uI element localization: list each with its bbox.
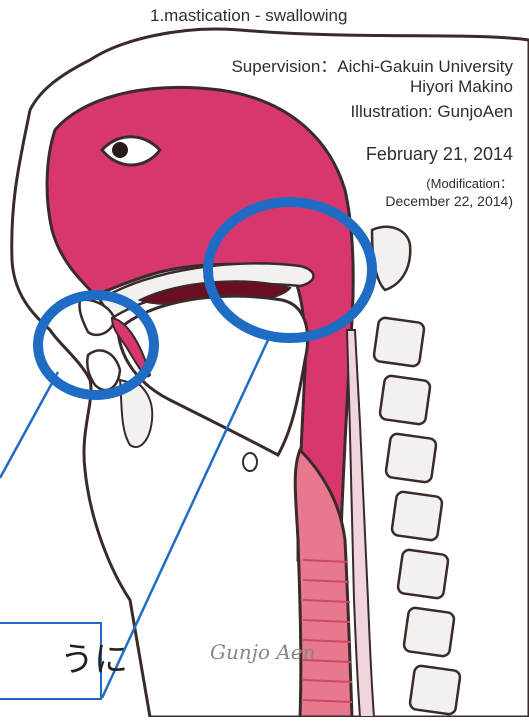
eye-pupil: [112, 142, 128, 158]
vertebra-8: [409, 665, 461, 715]
modification-date: December 22, 2014): [385, 193, 513, 209]
vertebra-7: [403, 607, 455, 657]
vertebra-4: [385, 433, 437, 483]
vertebra-5: [391, 491, 443, 541]
hyoid: [243, 453, 257, 471]
supervision-credit: Supervision：Aichi-Gakuin University: [231, 52, 513, 77]
vertebra-2: [373, 317, 425, 367]
vertebra-6: [397, 549, 449, 599]
signature: Gunjo Aen: [210, 640, 316, 664]
publication-date: February 21, 2014: [366, 144, 513, 165]
connector-line-lips: [0, 372, 58, 478]
diagram-title: 1.mastication - swallowing: [150, 6, 347, 26]
vertebra-3: [379, 375, 431, 425]
callout-text: うに: [60, 632, 128, 681]
illustration-credit: Illustration: GunjoAen: [350, 102, 513, 122]
supervisor-name: Hiyori Makino: [410, 77, 513, 97]
modification-label: (Modification：: [426, 173, 513, 192]
